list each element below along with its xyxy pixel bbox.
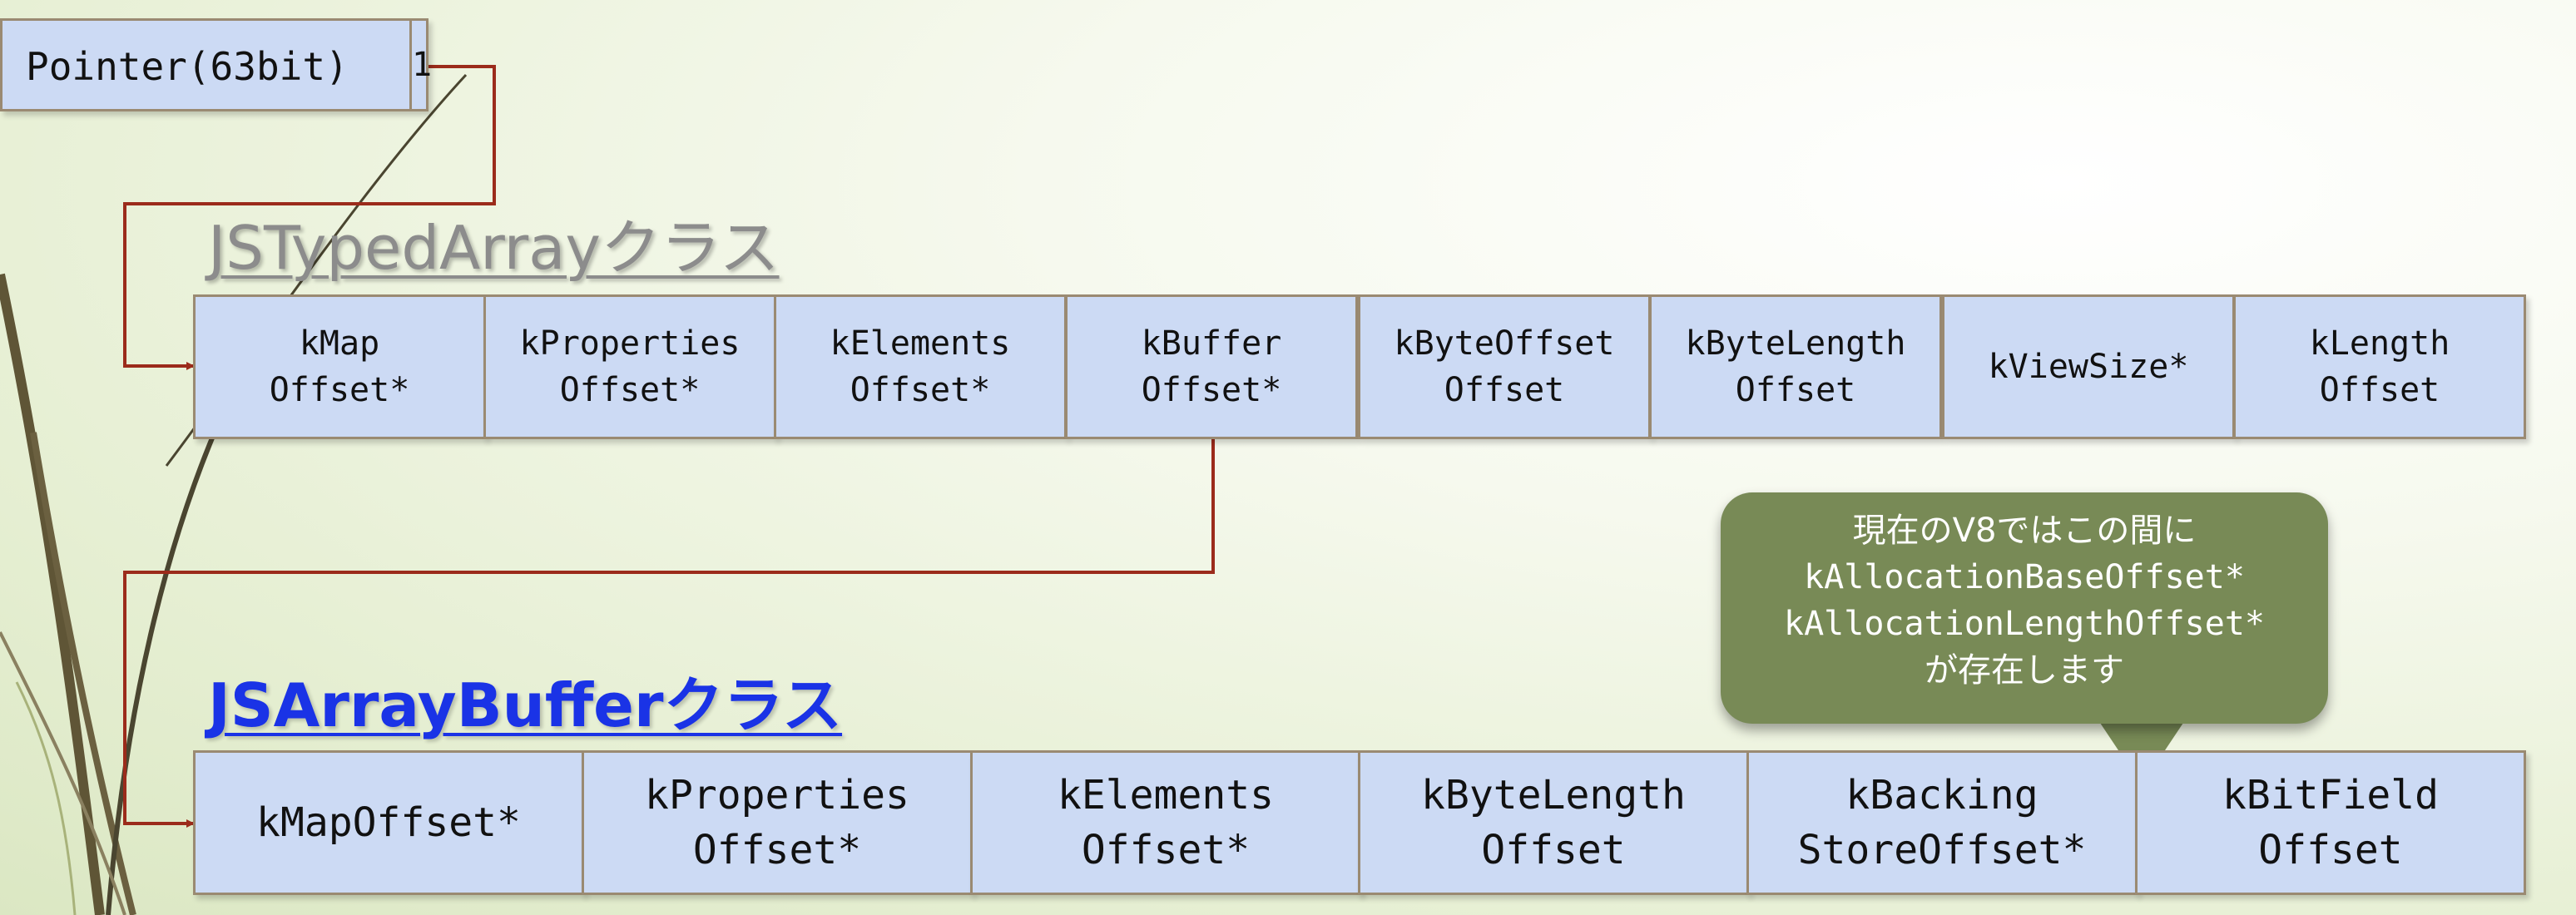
buffer-field-kproperties: kProperties Offset* xyxy=(582,750,973,895)
js-array-buffer-title: JSArrayBufferクラス xyxy=(208,670,843,740)
pointer-to-typed-array-arrow xyxy=(123,65,496,370)
typed-field-kbyteoffset: kByteOffset Offset xyxy=(1358,294,1651,439)
typed-field-kbytelength: kByteLength Offset xyxy=(1649,294,1942,439)
typed-field-kviewsize: kViewSize* xyxy=(1942,294,2235,439)
buffer-field-kbytelength: kByteLength Offset xyxy=(1358,750,1749,895)
pointer-label: Pointer(63bit) xyxy=(26,44,349,89)
typed-field-klength: kLength Offset xyxy=(2233,294,2526,439)
buffer-field-kbackingstore: kBacking StoreOffset* xyxy=(1746,750,2138,895)
pointer-tag-bit: 1 xyxy=(409,18,432,111)
note-callout: 現在のV8ではこの間に kAllocationBaseOffset* kAllo… xyxy=(1721,492,2328,724)
pointer-box: Pointer(63bit) xyxy=(0,18,429,111)
typed-field-kbuffer: kBuffer Offset* xyxy=(1065,294,1358,439)
typed-field-kproperties: kProperties Offset* xyxy=(483,294,776,439)
typed-field-kelements: kElements Offset* xyxy=(774,294,1067,439)
callout-line-2: kAllocationBaseOffset* xyxy=(1804,558,2245,596)
typed-field-kmap: kMap Offset* xyxy=(193,294,486,439)
buffer-to-array-buffer-arrow xyxy=(123,439,1215,828)
buffer-field-kbitfield: kBitField Offset xyxy=(2135,750,2526,895)
callout-line-4: が存在します xyxy=(1925,651,2124,690)
js-typed-array-title: JSTypedArrayクラス xyxy=(208,213,780,283)
buffer-field-kmapoffset: kMapOffset* xyxy=(193,750,584,895)
buffer-field-kelements: kElements Offset* xyxy=(970,750,1361,895)
callout-line-1: 現在のV8ではこの間に xyxy=(1852,512,2197,550)
callout-line-3: kAllocationLengthOffset* xyxy=(1784,605,2265,643)
